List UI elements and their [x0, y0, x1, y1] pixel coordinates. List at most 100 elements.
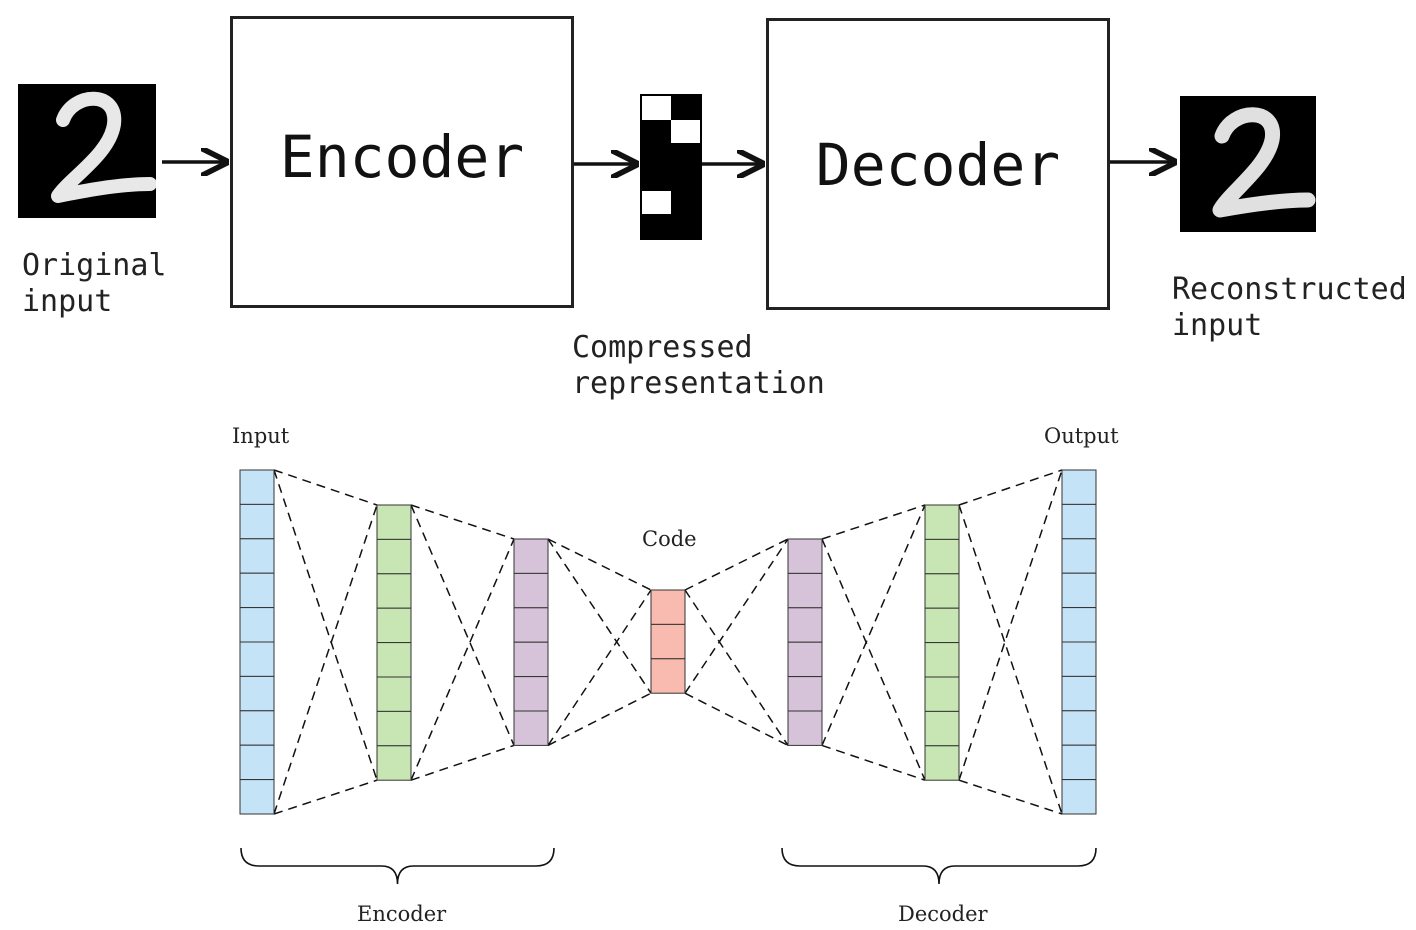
connection-line	[958, 779, 1063, 815]
neuron-cell	[376, 573, 412, 609]
code-cell	[642, 143, 671, 167]
neuron-cell	[924, 504, 960, 540]
neuron-cell	[239, 503, 275, 540]
connection-line	[684, 589, 789, 746]
neuron-cell	[513, 538, 549, 574]
neuron-cell	[650, 658, 686, 694]
code-cell	[642, 119, 671, 144]
encoder-brace	[240, 847, 555, 885]
neuron-cell	[376, 538, 412, 575]
connection-line	[410, 538, 515, 781]
compressed-representation-label: Compressed representation	[572, 330, 825, 401]
connection-line	[958, 469, 1063, 781]
connection-line	[958, 504, 1063, 815]
connection-line	[273, 504, 378, 815]
connection-line	[273, 469, 378, 506]
neuron-cell	[787, 607, 823, 643]
reconstructed-input-image	[1180, 96, 1316, 232]
neuron-cell	[1061, 710, 1097, 746]
neuron-cell	[239, 779, 275, 815]
reconstructed-input-label: Reconstructed input	[1172, 272, 1407, 343]
encoder-box-label: Encoder	[279, 123, 525, 191]
code-cell	[642, 166, 671, 191]
layer-code	[650, 589, 686, 694]
neuron-cell	[1061, 572, 1097, 609]
neuron-cell	[1061, 779, 1097, 815]
neuron-cell	[239, 641, 275, 677]
neuron-cell	[239, 572, 275, 609]
neuron-cell	[924, 642, 960, 678]
code-cell	[671, 119, 700, 144]
neuron-cell	[1061, 503, 1097, 540]
neuron-cell	[1061, 538, 1097, 574]
neuron-cell	[787, 572, 823, 609]
code-cell	[671, 143, 700, 167]
neuron-cell	[650, 623, 686, 660]
code-cell	[671, 96, 700, 120]
compressed-code-block	[640, 94, 702, 240]
digit-two-glyph-reconstructed	[1212, 107, 1316, 218]
neuron-cell	[1061, 744, 1097, 781]
decoder-brace-label: Decoder	[898, 902, 988, 926]
neuron-cell	[239, 675, 275, 712]
layer-dec-hidden-2	[924, 504, 960, 781]
neuron-cell	[376, 642, 412, 678]
neuron-cell	[376, 607, 412, 644]
connection-line	[958, 469, 1063, 506]
decoder-box: Decoder	[766, 18, 1110, 310]
code-cell	[671, 166, 700, 191]
connection-line	[410, 504, 515, 540]
neuron-cell	[787, 641, 823, 678]
connection-line	[821, 504, 926, 746]
connection-line	[410, 744, 515, 781]
layer-enc-hidden-1	[376, 504, 412, 781]
connection-line	[684, 538, 789, 591]
original-input-label: Original input	[22, 248, 167, 319]
connection-line	[547, 538, 652, 694]
connection-line	[821, 744, 926, 781]
neuron-cell	[1061, 641, 1097, 677]
decoder-brace	[781, 847, 1097, 885]
neuron-cell	[924, 573, 960, 609]
connection-line	[547, 692, 652, 747]
connection-line	[821, 538, 926, 781]
connection-line	[273, 779, 378, 815]
neuron-cell	[513, 676, 549, 712]
neuron-cell	[239, 538, 275, 574]
connection-line	[410, 504, 515, 746]
original-input-image	[18, 84, 156, 218]
input-layer-label: Input	[232, 424, 290, 448]
neuron-cell	[924, 745, 960, 781]
neuron-cell	[924, 607, 960, 644]
code-cell	[671, 190, 700, 215]
layer-input	[239, 469, 275, 815]
neuron-cell	[1061, 607, 1097, 643]
neuron-cell	[239, 469, 275, 505]
layer-dec-hidden-1	[787, 538, 823, 746]
code-cell	[642, 96, 671, 120]
neuron-cell	[924, 710, 960, 747]
digit-two-glyph	[51, 91, 156, 203]
neuron-cell	[376, 676, 412, 712]
decoder-box-label: Decoder	[815, 131, 1061, 199]
neuron-cell	[513, 572, 549, 609]
code-cell	[642, 214, 671, 238]
neuron-cell	[513, 710, 549, 746]
neuron-cell	[787, 710, 823, 746]
code-cell	[671, 214, 700, 238]
neuron-cell	[239, 710, 275, 746]
connection-line	[547, 538, 652, 591]
neuron-cell	[650, 589, 686, 625]
neuron-cell	[239, 744, 275, 781]
connection-line	[684, 692, 789, 747]
neuron-cell	[787, 538, 823, 574]
connection-line	[547, 589, 652, 746]
code-layer-label: Code	[642, 527, 697, 551]
neuron-cell	[924, 676, 960, 712]
neuron-cell	[1061, 469, 1097, 505]
layer-enc-hidden-2	[513, 538, 549, 746]
layer-output	[1061, 469, 1097, 815]
neuron-cell	[376, 745, 412, 781]
connection-line	[684, 538, 789, 694]
